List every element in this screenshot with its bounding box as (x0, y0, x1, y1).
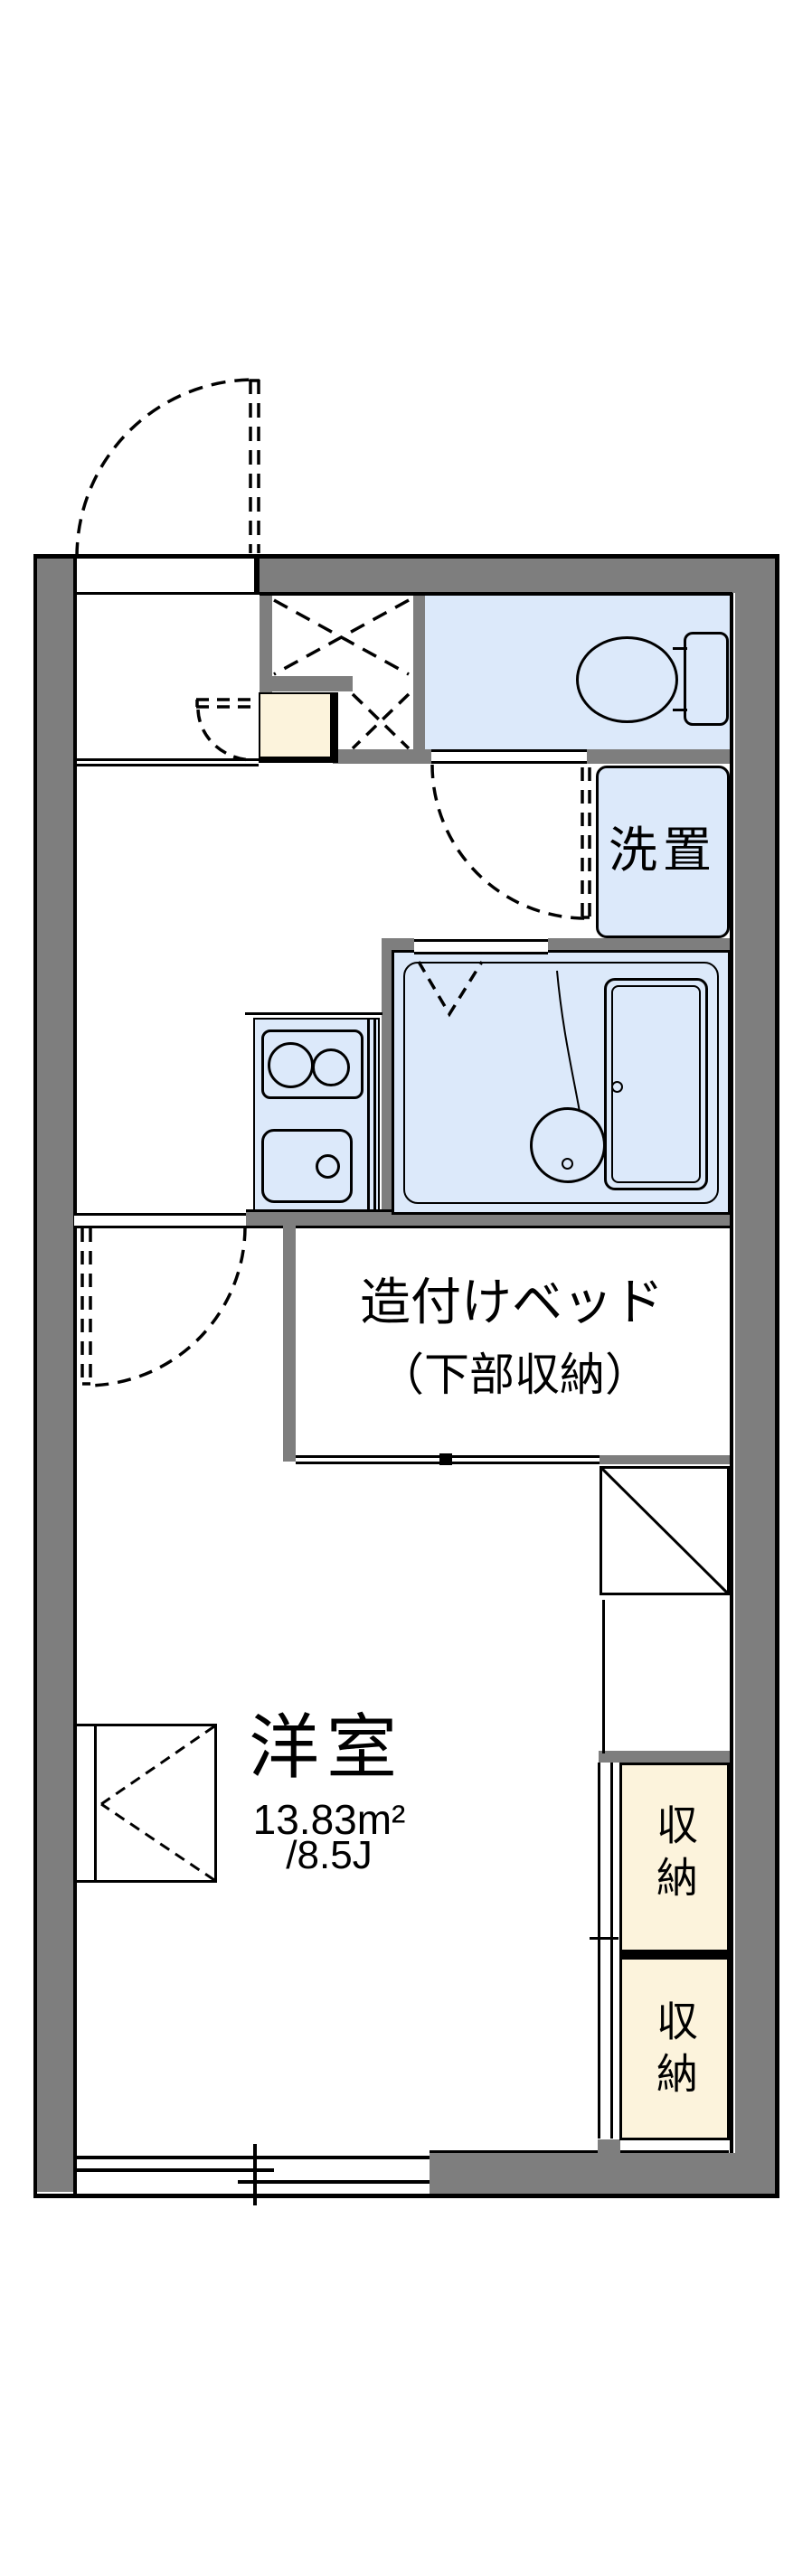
toilet-tank-icon (684, 632, 729, 726)
side-window-top-line (75, 1724, 217, 1726)
entrance-threshold (77, 559, 254, 593)
wall-bed-bottom (600, 1455, 730, 1464)
toilet-door-icon (430, 764, 591, 920)
kitchen-counter-top-line (245, 1012, 382, 1015)
wall-bottom-edge (430, 2150, 729, 2153)
wall-closet-bottom (333, 749, 431, 764)
closet-triangle-box (600, 1466, 730, 1595)
room-door-icon (80, 1227, 247, 1387)
kitchen-unit-edge-line-2 (373, 1020, 376, 1210)
bed-front-marker (439, 1453, 452, 1465)
wall-right-inner-edge (730, 593, 733, 2153)
bathtub-icon (604, 978, 708, 1190)
storage-slide-line-2 (610, 1763, 613, 2139)
wall-washroom-top-right (587, 749, 731, 764)
bathtub-drain-dot (611, 1081, 623, 1093)
stove-burner-large (268, 1042, 314, 1088)
storage-upper-box (619, 1763, 730, 1952)
wall-storage-top (599, 1751, 732, 1763)
wall-kitchen-bath (382, 938, 393, 1215)
bed-label-line1: 造付けベッド (360, 1274, 664, 1330)
genkan-closet-door-icon (195, 698, 256, 762)
room-name-label: 洋室 (248, 1707, 405, 1787)
storage-slide-tick (590, 1937, 618, 1940)
toilet-bowl-icon (576, 636, 678, 723)
bath-doorway (414, 939, 548, 954)
wall-bottom (430, 2153, 775, 2195)
side-window-right-line (214, 1724, 217, 1883)
room-area-m2-label: 13.83m² (252, 1796, 406, 1843)
wall-right (735, 559, 775, 2194)
wall-bed-left (283, 1224, 296, 1462)
wall-closet-left (260, 595, 272, 692)
toilet-doorway (431, 749, 587, 764)
wall-toilet-left (413, 595, 425, 752)
side-window-inner-line (94, 1724, 97, 1883)
column-edge-line (602, 1600, 605, 1753)
hall-step-line-1 (75, 758, 259, 761)
kitchen-unit-edge-line-1 (367, 1020, 370, 1210)
wall-washroom-bottom (548, 938, 730, 952)
wall-top (260, 559, 775, 593)
genkan-step (259, 692, 338, 763)
entrance-door-icon (75, 378, 260, 558)
closet-x-upper-icon (273, 598, 410, 676)
bed-label-line2: （下部収納） (379, 1349, 650, 1400)
stove-burner-small (312, 1048, 350, 1086)
bottom-window-pane-right (238, 2180, 430, 2184)
room-doorway (74, 1213, 246, 1228)
wall-top-inner-edge (260, 592, 732, 596)
outline-top (34, 554, 779, 559)
entrance-threshold-line (75, 592, 260, 595)
bathroom-inner-outline (403, 962, 719, 1204)
toilet-seat-line-bottom (673, 709, 687, 711)
washer-label: 洗置 (609, 823, 717, 878)
wall-left-inner-edge (73, 559, 77, 2194)
storage-upper-label: 収納 (651, 1803, 698, 1908)
hall-step-line-2 (75, 764, 259, 766)
sink-drain (316, 1154, 340, 1179)
bath-drain-dot (562, 1158, 573, 1170)
room-area-jo-label: /8.5J (286, 1833, 373, 1877)
bottom-window-pane-left (77, 2168, 274, 2172)
storage-lower-box (619, 1952, 730, 2140)
wall-bottom-step (598, 2139, 620, 2154)
outline-right (775, 554, 779, 2198)
wall-room-top (246, 1212, 730, 1228)
washer-space (596, 766, 730, 938)
bathtub-inner-line (611, 985, 701, 1183)
side-window-dashes-icon (100, 1725, 215, 1882)
closet-x-lower-icon (351, 692, 411, 750)
bottom-window-stile-tick (253, 2144, 257, 2205)
wall-room-top-inner-edge (246, 1226, 730, 1228)
outline-left (33, 554, 37, 2198)
side-window-bottom-line (75, 1880, 217, 1883)
wall-left (37, 559, 73, 2192)
storage-slide-line-1 (598, 1763, 600, 2139)
toilet-seat-line-top (673, 647, 687, 650)
entrance-door-jamb (254, 559, 260, 593)
bath-washbowl-icon (530, 1107, 606, 1183)
wall-closet-mid (260, 676, 353, 691)
outline-bottom (34, 2194, 779, 2198)
storage-lower-label: 収納 (651, 1999, 698, 2104)
